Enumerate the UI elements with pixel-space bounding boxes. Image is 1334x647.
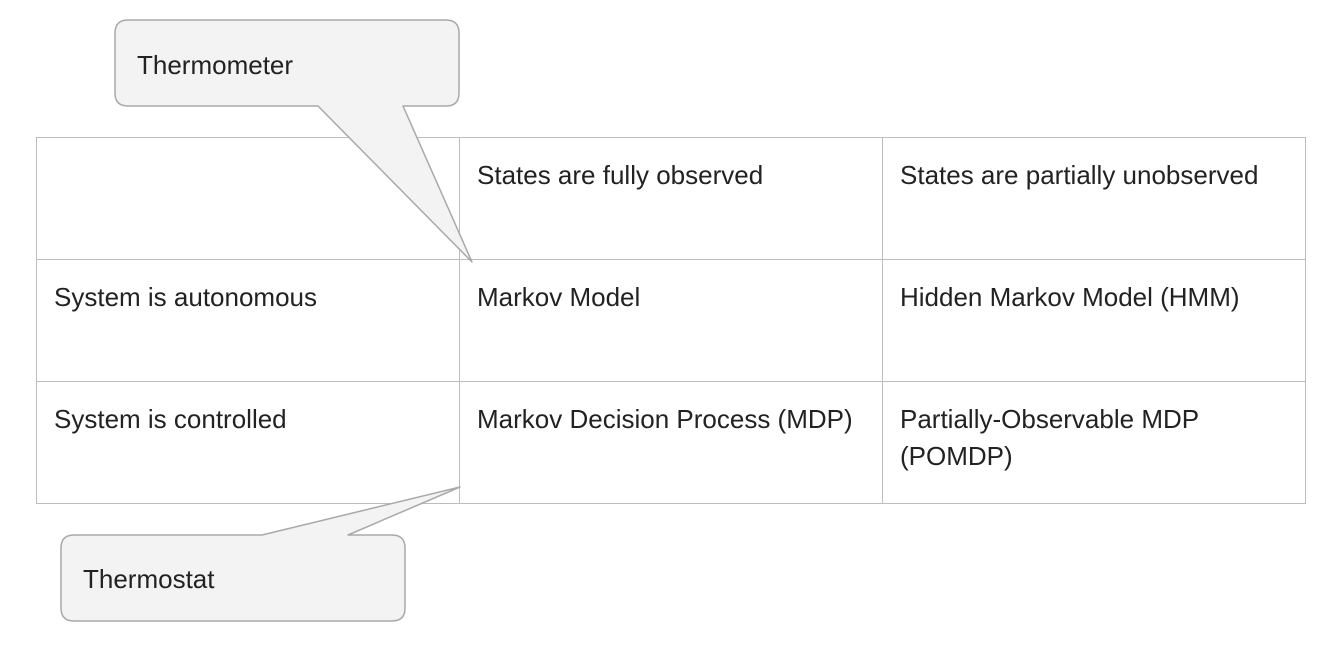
cell-hidden-markov-model: Hidden Markov Model (HMM) [882, 259, 1306, 382]
thermostat-callout-bubble [60, 486, 461, 622]
markov-models-table: States are fully observed States are par… [36, 137, 1306, 504]
thermometer-callout-label: Thermometer [137, 50, 294, 80]
table-header-row: States are fully observed States are par… [36, 137, 1306, 260]
table-row: System is controlled Markov Decision Pro… [36, 381, 1306, 504]
column-header-partially-unobserved: States are partially unobserved [882, 137, 1306, 260]
column-header-fully-observed: States are fully observed [459, 137, 883, 260]
cell-markov-model: Markov Model [459, 259, 883, 382]
table-corner-cell [36, 137, 460, 260]
row-header-autonomous: System is autonomous [36, 259, 460, 382]
thermostat-callout-label: Thermostat [83, 564, 215, 594]
table-row: System is autonomous Markov Model Hidden… [36, 259, 1306, 382]
cell-markov-decision-process: Markov Decision Process (MDP) [459, 381, 883, 504]
row-header-controlled: System is controlled [36, 381, 460, 504]
cell-pomdp: Partially-Observable MDP (POMDP) [882, 381, 1306, 504]
